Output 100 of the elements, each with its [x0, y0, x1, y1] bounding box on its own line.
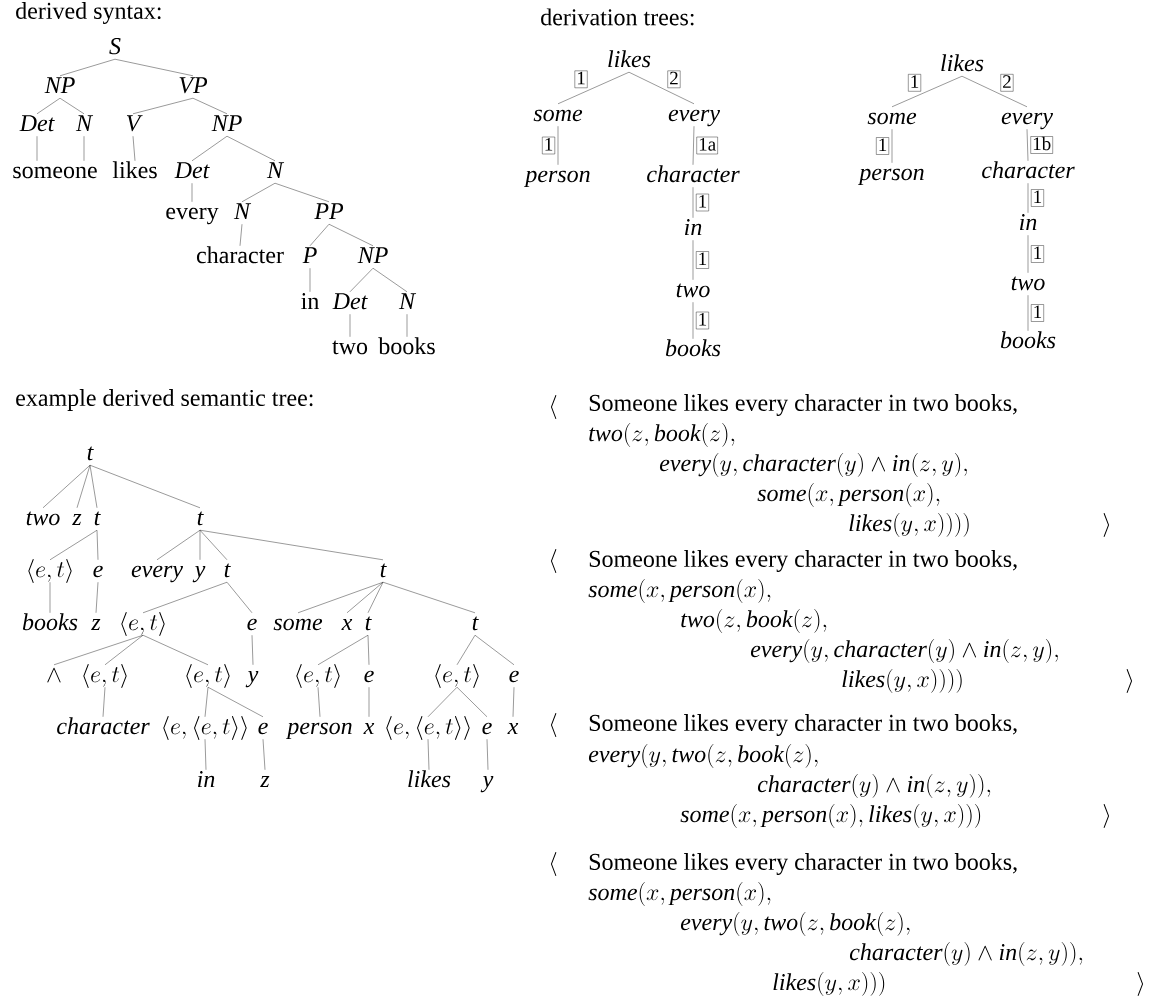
tree-label: some: [867, 112, 917, 125]
tree-branch: [142, 635, 209, 665]
tree-branch: [132, 136, 136, 161]
tree-label: N: [266, 162, 285, 178]
tree-label: Det: [174, 162, 210, 179]
tree-label: $\langle e,t\rangle$: [186, 664, 230, 688]
angle-bracket: $\rangle$: [1137, 972, 1143, 996]
tree-branch: [199, 530, 201, 560]
heading: derivation trees:: [541, 8, 694, 26]
tree-branch: [328, 224, 374, 246]
tree-branch: [49, 530, 98, 560]
tree-branch: [59, 59, 116, 76]
tree-label: y: [192, 566, 206, 583]
tree-label: $\langle e,t\rangle$: [435, 664, 479, 688]
sentence: Someone likes every character in two books,: [589, 853, 1017, 875]
tree-label: every: [166, 207, 219, 225]
tree-label: two: [676, 283, 710, 298]
tree-branch: [156, 530, 201, 560]
tree-label: S: [109, 38, 121, 55]
tree-label: some: [533, 109, 583, 122]
tree-label: t: [94, 511, 101, 526]
tree-branch: [557, 126, 559, 165]
formula-line: $\mathit{character}(y) \wedge \mathit{in}(z, y)),$: [757, 774, 991, 798]
tree-branch: [427, 739, 430, 770]
tree-branch: [142, 582, 228, 613]
tree-label: NP: [44, 77, 75, 93]
formula-line: $\mathit{two}(z, \mathit{book}(z),$: [589, 423, 735, 447]
boxed-number: 1: [696, 193, 709, 212]
tree-label: $\langle e,t\rangle$: [296, 664, 340, 688]
tree-label: in: [198, 771, 215, 787]
formula-line: $\mathit{some}(x, \mathit{person}(x),$: [757, 483, 940, 507]
tree-branch: [368, 687, 370, 717]
angle-bracket: $\rangle$: [1126, 669, 1132, 693]
tree-label: NP: [211, 115, 242, 131]
tree-branch: [512, 687, 515, 717]
angle-bracket: $\langle$: [550, 395, 557, 419]
tree-label: in: [685, 219, 702, 235]
boxed-number: 1b: [1030, 136, 1053, 154]
tree-branch: [891, 129, 893, 163]
tree-branch: [382, 582, 476, 613]
tree-branch: [53, 635, 144, 665]
tree-label: two: [1011, 276, 1045, 291]
tree-branch: [891, 76, 963, 107]
tree-branch: [692, 302, 694, 339]
formula-line: $\mathit{some}(x, \mathit{person}(x),$: [588, 882, 771, 906]
formula-line: $\mathit{likes}(y, x))))$: [842, 669, 962, 693]
boxed-number: 1: [696, 251, 709, 269]
tree-branch: [96, 530, 99, 560]
tree-branch: [95, 582, 99, 613]
tree-branch: [207, 687, 264, 717]
tree-branch: [346, 582, 384, 613]
tree-branch: [204, 739, 207, 770]
formula-line: $\mathit{character}(y) \wedge \mathit{in}(z, y)),$: [849, 942, 1083, 966]
tree-label: books: [665, 339, 721, 357]
formula-line: $\mathit{likes}(y, x)))$: [773, 972, 885, 996]
formula-line: $\mathit{every}(y, \mathit{character}(y) \wedge \mathit{in}(z, y),$: [750, 639, 1058, 663]
tree-label: P: [302, 247, 317, 263]
tree-branch: [456, 687, 488, 717]
tree-label: $\wedge$: [47, 667, 61, 683]
tree-label: N: [398, 293, 417, 309]
tree-branch: [297, 582, 384, 613]
tree-label: two: [332, 340, 368, 355]
tree-label: e: [247, 618, 257, 631]
tree-label: Det: [332, 293, 368, 310]
tree-branch: [251, 635, 254, 665]
tree-branch: [89, 465, 98, 508]
tree-branch: [274, 183, 330, 202]
boxed-number: 1: [1031, 189, 1044, 207]
tree-branch: [349, 268, 374, 292]
tree-label: x: [507, 723, 519, 734]
heading: derived syntax:: [16, 2, 161, 24]
tree-label: VP: [179, 77, 208, 94]
tree-label: person: [857, 168, 924, 186]
formula-line: $\mathit{every}(y, \mathit{character}(y) \wedge \mathit{in}(z, y),$: [659, 453, 967, 477]
tree-branch: [367, 635, 370, 665]
tree-label: e: [93, 565, 103, 578]
tree-label: $\langle e,t\rangle$: [121, 612, 165, 636]
angle-bracket: $\langle$: [550, 713, 557, 737]
tree-label: t: [365, 616, 372, 631]
boxed-number: 1a: [696, 136, 718, 155]
tree-branch: [59, 98, 85, 114]
tree-branch: [241, 183, 276, 202]
tree-branch: [692, 240, 694, 280]
tree-label: character: [647, 165, 740, 183]
tree-branch: [36, 136, 38, 161]
tree-label: z: [260, 776, 270, 787]
angle-bracket: $\langle$: [550, 549, 557, 573]
tree-label: $\langle e,\langle e,t\rangle\rangle$: [163, 716, 247, 740]
tree-branch: [1027, 295, 1029, 331]
tree-label: in: [301, 293, 319, 309]
heading: example derived semantic tree:: [16, 389, 313, 411]
tree-branch: [692, 126, 695, 165]
tree-branch: [961, 76, 1028, 107]
tree-label: character: [982, 161, 1075, 179]
tree-label: character: [196, 246, 284, 264]
tree-label: y: [480, 776, 494, 793]
formula-line: $\mathit{likes}(y, x))))$: [849, 513, 969, 537]
tree-label: likes: [408, 770, 451, 788]
tree-label: e: [482, 722, 492, 735]
sentence: Someone likes every character in two books,: [589, 550, 1017, 572]
